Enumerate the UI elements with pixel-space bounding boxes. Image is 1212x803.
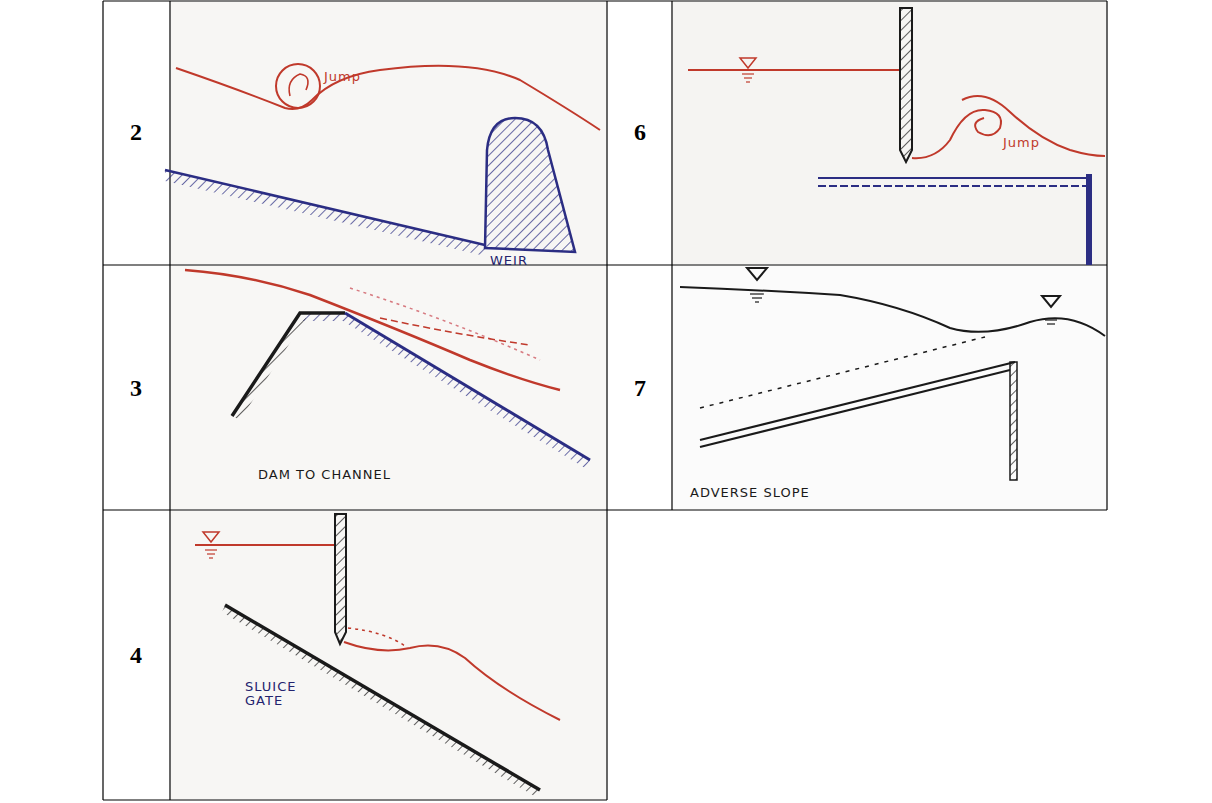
gate-jump-sketch [688, 8, 1105, 265]
dam-hatch [232, 313, 306, 420]
water-surface [185, 270, 560, 390]
bed-hatch [300, 313, 590, 468]
level-symbol [747, 268, 767, 280]
jump-label: Jump [324, 70, 361, 84]
table-rule [103, 264, 1107, 265]
dam-sketch [185, 270, 590, 468]
channel-bed [818, 185, 1086, 187]
level-symbol [750, 294, 764, 302]
critical-depth-line [700, 337, 985, 408]
row-number: 7 [634, 375, 646, 401]
table-rule [102, 1, 103, 800]
paper-ground [673, 266, 1106, 509]
structure-label: WEIR [490, 254, 528, 268]
water-surface [680, 287, 1105, 336]
structure-label: DAM TO CHANNEL [258, 468, 391, 482]
level-symbol [203, 532, 219, 542]
weir-body [485, 118, 575, 252]
water-surface [344, 642, 560, 720]
upstream-level [688, 69, 900, 71]
channel-bed [700, 370, 1010, 447]
level-symbol [1042, 296, 1060, 307]
row-number: 3 [130, 375, 142, 401]
critical-depth-line [348, 628, 405, 646]
level-symbol [1045, 320, 1057, 324]
row-number: 6 [634, 119, 646, 145]
channel-bed [818, 177, 1092, 179]
end-wall [1010, 362, 1017, 480]
table-rule [103, 509, 1107, 510]
structure-label: SLUICE GATE [245, 680, 315, 709]
weir-sketch [165, 64, 600, 256]
level-symbol [740, 58, 756, 68]
table-rule [671, 1, 672, 510]
paper-ground [673, 2, 1106, 264]
critical-depth-line [350, 288, 540, 360]
row-number: 2 [130, 119, 142, 145]
bed-hatch [222, 605, 540, 797]
channel-bed [225, 605, 540, 790]
water-surface [962, 96, 1105, 156]
row-number: 4 [130, 642, 142, 668]
water-surface [176, 66, 600, 130]
sluice-gate [900, 8, 912, 162]
structure-label: ADVERSE SLOPE [690, 486, 810, 500]
bed-hatch [165, 170, 485, 256]
table-rule [103, 799, 607, 800]
table-rule [606, 1, 607, 800]
level-symbol [205, 550, 217, 558]
channel-bed [345, 313, 590, 460]
table-rule [169, 1, 170, 800]
jump-roller [912, 110, 1001, 158]
table-grid [103, 1, 1107, 800]
jump-roller [276, 64, 320, 108]
paper-ground [171, 266, 606, 509]
level-symbol [742, 74, 754, 82]
adverse-slope-sketch [680, 268, 1105, 480]
paper-ground [171, 511, 606, 799]
jump-label: Jump [1003, 136, 1040, 150]
jump-roller [289, 74, 308, 96]
channel-bed [165, 170, 485, 245]
table-rule [1106, 1, 1107, 510]
sluice-gate [335, 514, 346, 644]
sluice-gate-sketch [195, 514, 560, 797]
channel-bed [700, 362, 1015, 440]
end-wall [1086, 174, 1092, 265]
upstream-level [195, 544, 335, 546]
normal-depth-line [380, 318, 530, 345]
table-rule [103, 0, 1107, 1]
